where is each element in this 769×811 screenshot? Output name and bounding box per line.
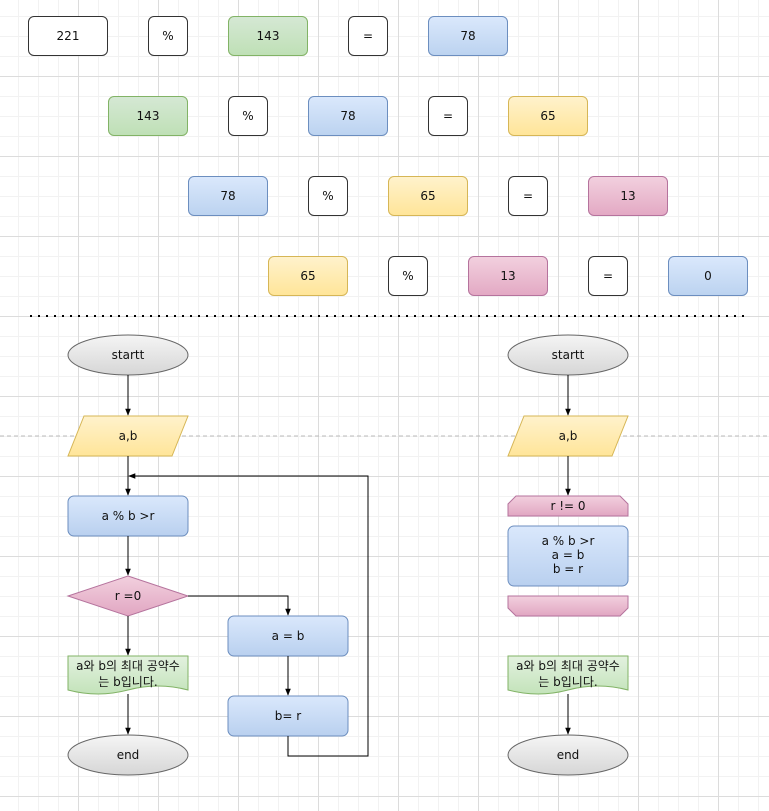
row3-equals: =	[508, 176, 548, 216]
right-input-label: a,b	[559, 429, 578, 443]
right-output-node	[507, 655, 629, 695]
row4-remainder: 0	[668, 256, 748, 296]
left-process-label: a % b >r	[102, 509, 155, 523]
left-input-node	[67, 415, 189, 457]
right-loop-body-node	[507, 525, 629, 587]
row2-mod-operator: %	[228, 96, 268, 136]
row4-dividend: 65	[268, 256, 348, 296]
row3-dividend: 78	[188, 176, 268, 216]
left-edge-decision-assign-a	[188, 595, 291, 616]
left-assign-b-label: b= r	[275, 709, 301, 723]
left-start-label: startt	[112, 348, 145, 362]
right-end-node	[507, 734, 629, 776]
right-output-line1: a와 b의 최대 공약수	[516, 658, 620, 673]
right-loop-end-node	[507, 595, 629, 617]
left-flowchart: startt a,b a % b >r r =0 a = b b= r a와 b…	[66, 334, 369, 776]
right-loop-body-line1: a % b >r	[542, 534, 595, 548]
row4-divisor: 13	[468, 256, 548, 296]
row1-divisor: 143	[228, 16, 308, 56]
left-decision-label: r =0	[115, 589, 141, 603]
right-loop-body-line2: a = b	[552, 548, 585, 562]
left-end-node	[67, 734, 189, 776]
row2-divisor: 78	[308, 96, 388, 136]
right-loop-body-line3: b = r	[553, 562, 583, 576]
row1-mod-operator: %	[148, 16, 188, 56]
row2-remainder: 65	[508, 96, 588, 136]
left-output-line1: a와 b의 최대 공약수	[76, 658, 180, 673]
row3-mod-operator: %	[308, 176, 348, 216]
row4-mod-operator: %	[388, 256, 428, 296]
row3-remainder: 13	[588, 176, 668, 216]
row2-equals: =	[428, 96, 468, 136]
right-flowchart: startt a,b r != 0 a % b >r a = b b = r a…	[507, 334, 629, 776]
row1-remainder: 78	[428, 16, 508, 56]
left-assign-a-label: a = b	[272, 629, 305, 643]
row4-equals: =	[588, 256, 628, 296]
row1-equals: =	[348, 16, 388, 56]
right-loop-condition-label: r != 0	[550, 499, 585, 513]
left-output-line2: 는 b입니다.	[98, 675, 157, 689]
left-edge-loop-back	[128, 473, 369, 757]
right-end-label: end	[557, 748, 580, 762]
right-loop-start-node	[507, 495, 629, 517]
left-end-label: end	[117, 748, 140, 762]
right-input-node	[507, 415, 629, 457]
row3-divisor: 65	[388, 176, 468, 216]
right-output-line2: 는 b입니다.	[538, 675, 597, 689]
row1-dividend: 221	[28, 16, 108, 56]
left-output-node	[67, 655, 189, 695]
left-input-label: a,b	[119, 429, 138, 443]
row2-dividend: 143	[108, 96, 188, 136]
right-start-label: startt	[552, 348, 585, 362]
